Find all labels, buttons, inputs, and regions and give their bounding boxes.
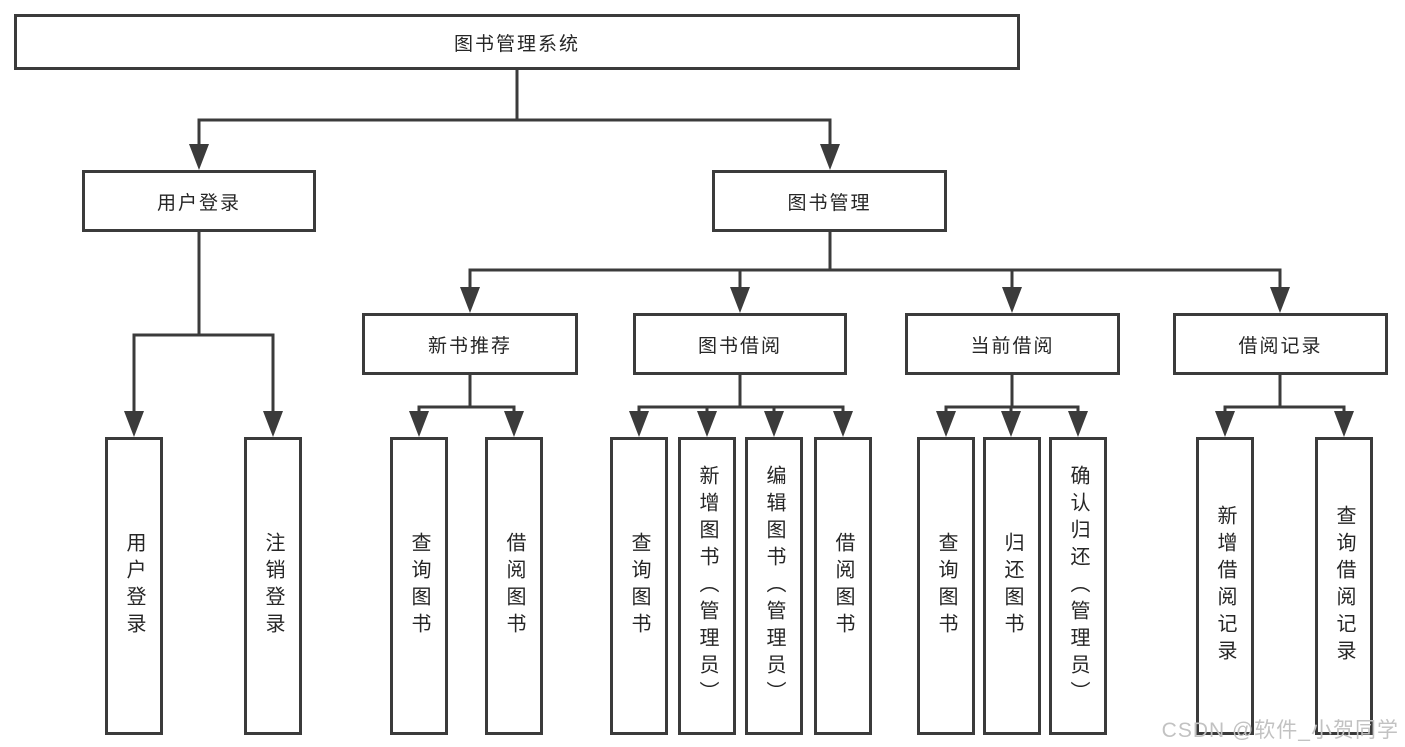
leaf-query-borrow-record-label: 查询借阅记录 bbox=[1333, 505, 1355, 667]
leaf-query-books-borrow: 查询图书 bbox=[610, 437, 668, 735]
connector-user-login-to-children bbox=[132, 230, 275, 414]
section-book-borrow-box: 图书借阅 bbox=[633, 313, 847, 375]
leaf-confirm-return-admin-label: 确认归还（管理员） bbox=[1067, 464, 1089, 708]
leaf-query-books-borrow-label: 查询图书 bbox=[628, 532, 650, 640]
leaf-query-books-current-label: 查询图书 bbox=[935, 532, 957, 640]
leaf-query-borrow-record: 查询借阅记录 bbox=[1315, 437, 1373, 735]
leaf-user-login-label: 用户登录 bbox=[123, 532, 145, 640]
watermark: CSDN @软件_小贺同学 bbox=[1161, 719, 1399, 742]
branch-user-login-box: 用户登录 bbox=[82, 170, 316, 232]
leaf-user-login: 用户登录 bbox=[105, 437, 163, 735]
leaf-borrow-books-recommend: 借阅图书 bbox=[485, 437, 543, 735]
leaf-add-borrow-record: 新增借阅记录 bbox=[1196, 437, 1254, 735]
leaf-edit-book-admin: 编辑图书（管理员） bbox=[745, 437, 803, 735]
branch-book-management-box: 图书管理 bbox=[712, 170, 947, 232]
leaf-logout-label: 注销登录 bbox=[262, 532, 284, 640]
section-new-book-recommend-box: 新书推荐 bbox=[362, 313, 578, 375]
leaf-logout: 注销登录 bbox=[244, 437, 302, 735]
section-current-borrow-box: 当前借阅 bbox=[905, 313, 1120, 375]
connector-current-borrow-to-children bbox=[944, 373, 1080, 415]
connector-new-book-recommend-to-children bbox=[417, 373, 516, 415]
leaf-confirm-return-admin: 确认归还（管理员） bbox=[1049, 437, 1107, 735]
leaf-return-book-label: 归还图书 bbox=[1001, 532, 1023, 640]
leaf-add-borrow-record-label: 新增借阅记录 bbox=[1214, 505, 1236, 667]
connector-book-management-to-sections bbox=[468, 230, 1282, 290]
connector-borrow-records-to-children bbox=[1223, 373, 1346, 415]
leaf-query-books-recommend-label: 查询图书 bbox=[408, 532, 430, 640]
leaf-add-book-admin-label: 新增图书（管理员） bbox=[696, 464, 718, 708]
leaf-add-book-admin: 新增图书（管理员） bbox=[678, 437, 736, 735]
connector-book-borrow-to-children bbox=[637, 373, 845, 415]
leaf-return-book: 归还图书 bbox=[983, 437, 1041, 735]
system-root-box: 图书管理系统 bbox=[14, 14, 1020, 70]
leaf-borrow-books-recommend-label: 借阅图书 bbox=[503, 532, 525, 640]
leaf-query-books-current: 查询图书 bbox=[917, 437, 975, 735]
leaf-borrow-books-label: 借阅图书 bbox=[832, 532, 854, 640]
leaf-query-books-recommend: 查询图书 bbox=[390, 437, 448, 735]
connector-root-to-level2 bbox=[197, 68, 832, 147]
leaf-borrow-books: 借阅图书 bbox=[814, 437, 872, 735]
leaf-edit-book-admin-label: 编辑图书（管理员） bbox=[763, 464, 785, 708]
section-borrow-records-box: 借阅记录 bbox=[1173, 313, 1388, 375]
